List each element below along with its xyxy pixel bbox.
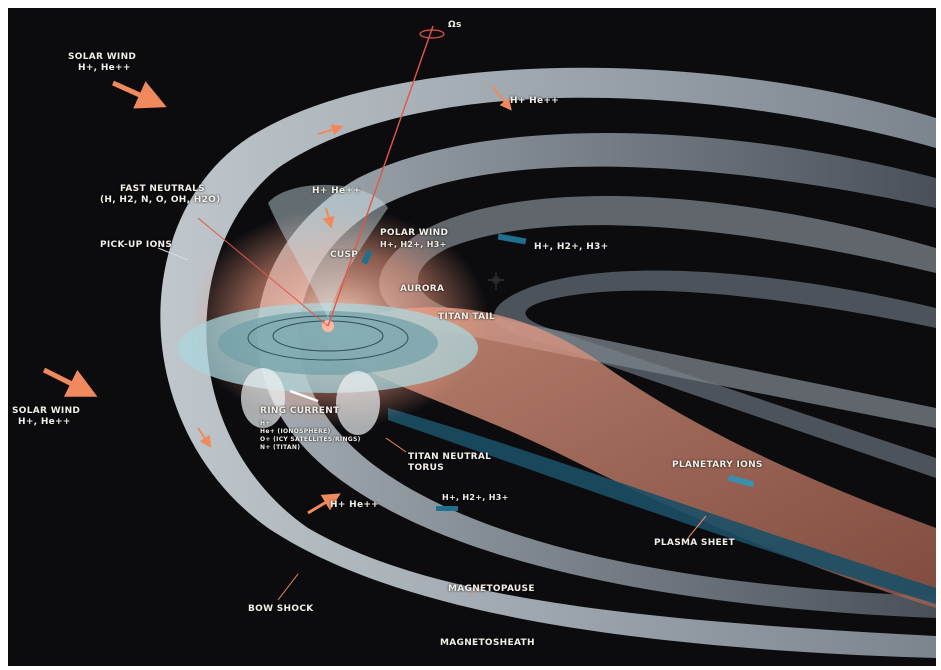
aurora-label: AURORA — [400, 284, 444, 295]
ring-current-loop-right — [336, 371, 380, 435]
plasma-sheet-label: PLASMA SHEET — [654, 538, 735, 549]
ring-current-label: RING CURRENT — [260, 406, 340, 417]
tail-ions-top: H+ He++ — [510, 96, 559, 107]
solar-wind-ions-top: H+, He++ — [78, 63, 131, 74]
saturn-magnetosphere-illustration: SOLAR WIND H+, He++ SOLAR WIND H+, He++ … — [8, 8, 936, 666]
solar-wind-arrow-left — [44, 370, 84, 390]
cusp-ions-label: H+ He++ — [312, 186, 361, 197]
solar-wind-label-top: SOLAR WIND — [68, 52, 136, 63]
fast-neutrals-label: FAST NEUTRALS — [120, 184, 205, 195]
ring-current-species-4: N+ (TITAN) — [260, 442, 300, 453]
titan-neutral-torus-label-2: TORUS — [408, 463, 444, 474]
planetary-ions-label: PLANETARY IONS — [672, 460, 763, 471]
bow-shock-label: BOW SHOCK — [248, 604, 314, 615]
magnetosheath-label: MAGNETOSHEATH — [440, 638, 535, 649]
lower-ions-label: H+ He++ — [330, 500, 379, 511]
ion-arrow-lower — [436, 506, 458, 511]
titan-torus-leader — [386, 438, 406, 452]
magnetopause-label: MAGNETOPAUSE — [448, 584, 535, 595]
spin-axis-label: Ωs — [448, 20, 462, 31]
solar-wind-arrow-top — [113, 83, 153, 101]
tail-ions-mid: H+, H2+, H3+ — [534, 242, 608, 253]
solar-wind-label-left: SOLAR WIND — [12, 406, 80, 417]
illustration-graphics — [8, 8, 936, 666]
spacecraft-icon — [488, 272, 504, 290]
bow-shock-leader — [278, 574, 298, 600]
titan-tail-label: TITAN TAIL — [438, 312, 495, 323]
cusp-label: CUSP — [330, 250, 358, 261]
polar-wind-species: H+, H2+, H3+ — [380, 239, 447, 250]
fast-neutrals-species: (H, H2, N, O, OH, H2O) — [100, 195, 221, 206]
lower-ions-label-2: H+, H2+, H3+ — [442, 492, 509, 503]
ion-arrow-tail-top — [498, 234, 527, 245]
solar-wind-ions-left: H+, He++ — [18, 417, 71, 428]
spin-axis-rotation — [420, 30, 444, 38]
pick-up-ions-label: PICK-UP IONS — [100, 240, 172, 251]
titan-neutral-torus-label-1: TITAN NEUTRAL — [408, 452, 491, 463]
polar-wind-label: POLAR WIND — [380, 228, 448, 239]
